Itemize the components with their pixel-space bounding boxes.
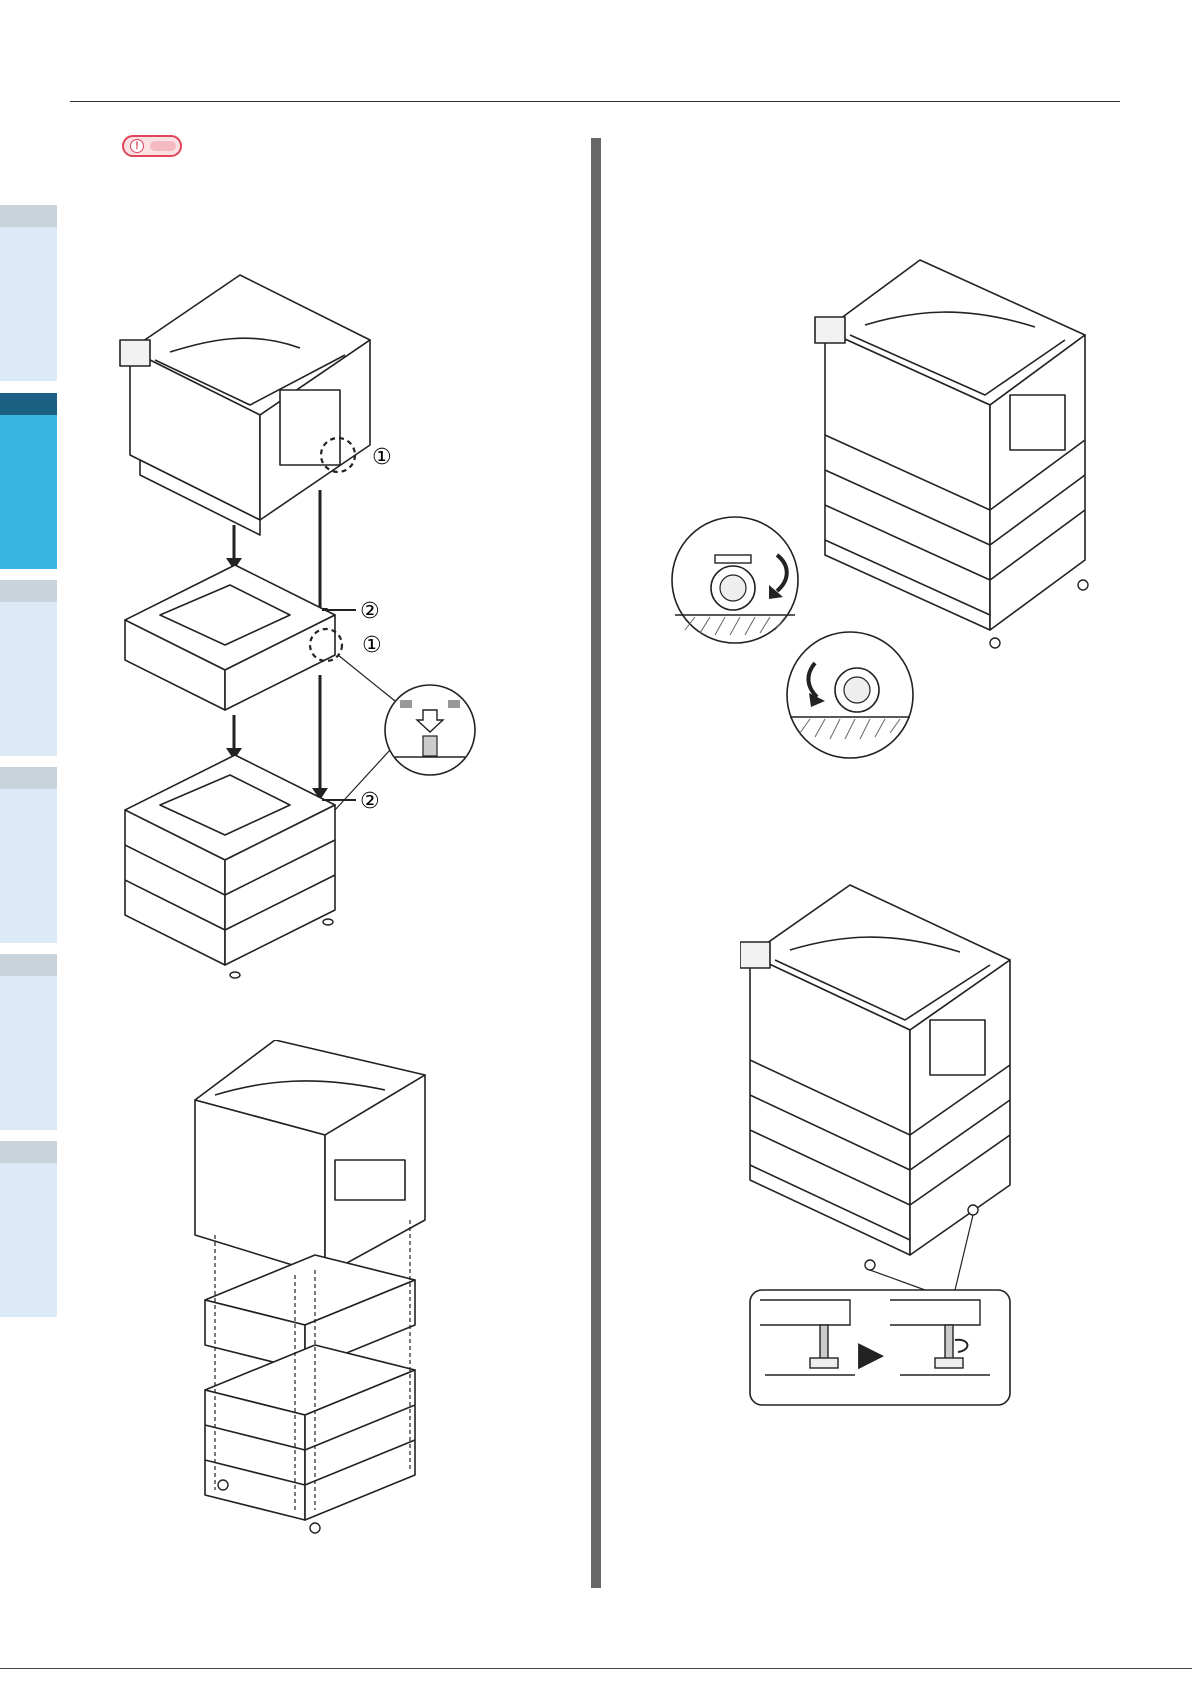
side-tab-3[interactable] <box>0 580 57 756</box>
figure-stack-assembly: ① ② ① ② <box>110 270 530 1040</box>
callout-2a: ② <box>360 599 380 624</box>
footer-rule <box>0 1668 1192 1669</box>
header-rule <box>70 101 1120 102</box>
side-tab-6[interactable] <box>0 1141 57 1317</box>
side-tab-5[interactable] <box>0 954 57 1130</box>
side-tab-1[interactable] <box>0 205 57 381</box>
figure-leveling-feet: ▶ <box>740 880 1020 1410</box>
callout-2b: ② <box>360 789 380 814</box>
side-tab-4[interactable] <box>0 767 57 943</box>
column-divider-bar <box>591 138 601 1588</box>
callout-1b: ① <box>362 633 382 658</box>
figure-caster-lock <box>665 255 1095 765</box>
arrow-right-icon: ▶ <box>858 1334 885 1374</box>
side-tab-2[interactable] <box>0 393 57 569</box>
callout-1a: ① <box>372 445 392 470</box>
exclamation-icon: ! <box>130 139 144 153</box>
note-badge: ! <box>122 135 182 157</box>
figure-rear-alignment <box>185 1040 455 1540</box>
